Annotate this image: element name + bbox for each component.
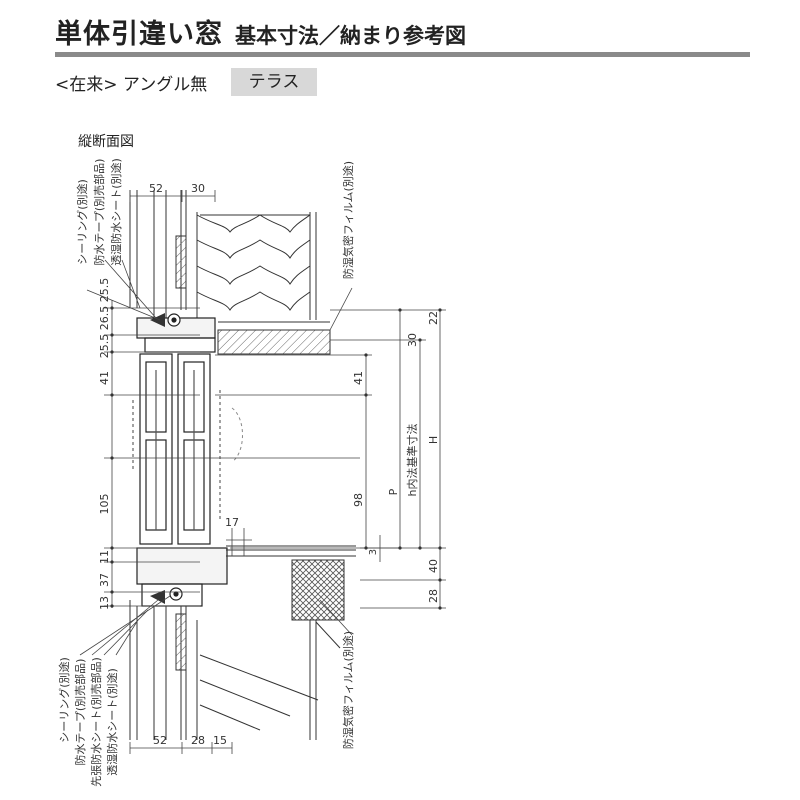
floor-joist (291, 559, 345, 621)
head-lintel (217, 329, 331, 355)
dim-left-26-5: 26.5 (98, 306, 111, 331)
dim-bottom-15: 15 (213, 734, 227, 747)
sash-inner (177, 353, 211, 545)
sealant (167, 313, 183, 601)
callout-film-top: 防湿気密フィルム(別途) (341, 161, 355, 279)
dim-left-37: 37 (98, 573, 111, 587)
dim-inner-3: 3 (368, 549, 379, 555)
dim-bottom-52: 52 (153, 734, 167, 747)
head-hatch (175, 235, 187, 289)
dim-label-p: P (387, 488, 400, 495)
page-title: 単体引違い窓基本寸法／納まり参考図 (55, 12, 466, 51)
dim-right-22: 22 (427, 311, 440, 325)
dim-top-52: 52 (149, 182, 163, 195)
callout-film-bottom: 防湿気密フィルム(別途) (341, 631, 355, 749)
callout-tape-top: 防水テープ(別売部品) (92, 159, 106, 266)
dimension-arrows (110, 306, 442, 610)
dim-left-41: 41 (98, 371, 111, 385)
callout-sealing-top: シーリング(別途) (75, 179, 89, 265)
dim-left-13: 13 (98, 596, 111, 610)
dim-left-25-5b: 25.5 (98, 334, 111, 359)
dim-inner-41: 41 (352, 371, 365, 385)
dim-left-25-5a: 25.5 (98, 278, 111, 303)
dim-top-30: 30 (191, 182, 205, 195)
waterproof-tape-bottom (150, 590, 165, 604)
callout-leaders (79, 259, 353, 656)
lower-wall (129, 600, 319, 740)
sash-outer (139, 353, 173, 545)
upper-wall (129, 190, 317, 330)
dim-right-28: 28 (427, 589, 440, 603)
header-rule (55, 52, 750, 57)
callout-sheet-top: 透湿防水シート(別途) (109, 158, 123, 266)
dim-left-105: 105 (98, 494, 111, 515)
dim-left-11: 11 (98, 550, 111, 564)
variant-label: <在来> アングル無 (55, 75, 208, 95)
dim-right-40: 40 (427, 559, 440, 573)
dimension-lines (104, 190, 446, 754)
dim-inner-17: 17 (225, 516, 239, 529)
callout-sheet-bottom: 透湿防水シート(別途) (105, 668, 119, 776)
waterproof-tape-top (150, 313, 165, 327)
callout-sealing-bottom: シーリング(別途) (57, 657, 71, 743)
window-frame (136, 317, 228, 607)
title-sub: 基本寸法／納まり参考図 (235, 24, 466, 48)
dim-right-30: 30 (406, 333, 419, 347)
dim-label-h-inner: h内法基準寸法 (405, 424, 419, 497)
callout-tape-bottom: 防水テープ(別売部品) (73, 659, 87, 766)
section-title: 縦断面図 (78, 134, 134, 150)
dim-label-h: H (427, 436, 440, 444)
variant-badge: テラス (231, 68, 317, 96)
glazing (132, 390, 221, 520)
sill-hatch (175, 613, 187, 671)
dim-bottom-28: 28 (191, 734, 205, 747)
callout-pre-sheet-bottom: 先張防水シート(別売部品) (89, 657, 103, 787)
dim-inner-98: 98 (352, 493, 365, 507)
title-main: 単体引違い窓 (55, 19, 223, 50)
